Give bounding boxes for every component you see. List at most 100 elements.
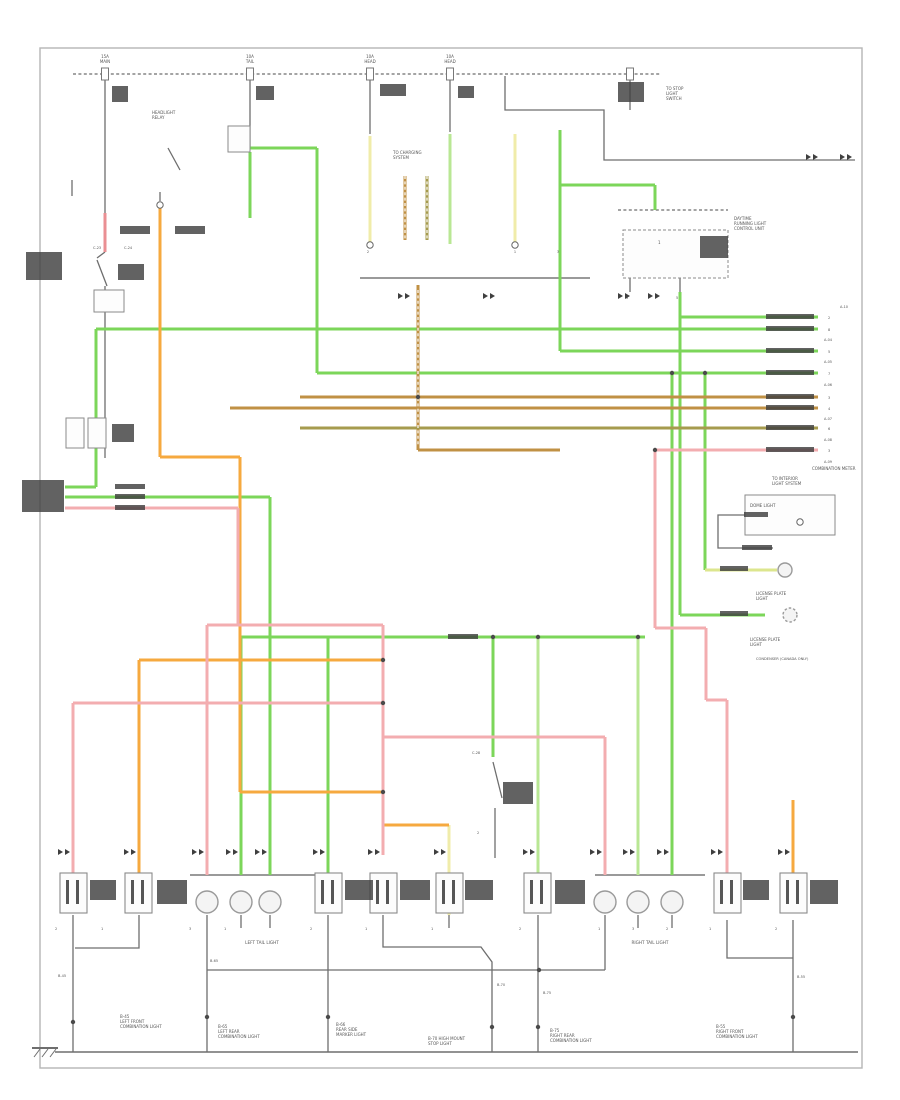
diagram-label: 2 (828, 316, 830, 320)
connector-icon (840, 154, 845, 160)
label-block (26, 252, 62, 280)
wire-k (504, 76, 855, 161)
bulb-icon (195, 890, 219, 914)
fuse-icon (366, 67, 374, 81)
diagram-label: 3 (626, 296, 628, 300)
fuse-icon (626, 67, 634, 81)
connector-icon (65, 849, 70, 855)
connector-icon (124, 849, 129, 855)
diagram-label: 5 (676, 296, 678, 300)
lamp-unit-box (779, 872, 808, 914)
label-block (766, 348, 814, 353)
diagram-label: 3 (632, 927, 634, 931)
filament-icon (76, 880, 79, 904)
connector-icon (192, 849, 197, 855)
label-block (744, 512, 768, 517)
junction-dot (535, 1024, 541, 1030)
label-block (448, 634, 478, 639)
label-block (720, 566, 748, 571)
connector-icon (523, 849, 528, 855)
connector-icon (630, 849, 635, 855)
connector-icon (623, 849, 628, 855)
label-block (175, 226, 205, 234)
wire-k (75, 915, 140, 949)
diagram-label: B-65 (210, 959, 218, 963)
connector-icon (648, 293, 653, 299)
label-block (115, 484, 145, 489)
connector-icon (618, 293, 623, 299)
label-block (742, 545, 772, 550)
label-block (700, 236, 728, 258)
label-block (766, 425, 814, 430)
connector-icon (434, 849, 439, 855)
diagram-label: 3 (189, 927, 191, 931)
label-block (766, 394, 814, 399)
diagram-label: A-05 (824, 360, 832, 364)
diagram-label: A-04 (824, 338, 833, 342)
diagram-label: 8 (828, 328, 830, 332)
junction-dot (702, 370, 708, 376)
lamp-unit-box (59, 872, 88, 914)
junction-dot (325, 1014, 331, 1020)
label-block (465, 880, 493, 900)
connector-icon (131, 849, 136, 855)
connector-icon (530, 849, 535, 855)
label-block (618, 82, 644, 102)
connector-icon (847, 154, 852, 160)
component-box (93, 289, 125, 313)
diagram-label: 1 (658, 240, 661, 245)
label-block (766, 326, 814, 331)
filament-icon (796, 880, 799, 904)
component-box (227, 125, 251, 153)
filament-icon (540, 880, 543, 904)
label-block (112, 424, 134, 442)
diagram-label: 2 (55, 927, 57, 931)
diagram-label: 6 (828, 427, 830, 431)
diagram-label: 3 (557, 250, 559, 254)
label-block (157, 880, 187, 904)
connector-icon (718, 849, 723, 855)
fuse-icon (101, 67, 109, 81)
bulb-icon (626, 890, 650, 914)
wire-k (167, 147, 181, 171)
connector-icon (320, 849, 325, 855)
diagram-label: B-70 (497, 983, 505, 987)
wire-k (41, 1048, 49, 1058)
wire-k (726, 920, 793, 959)
diagram-label: 3 (828, 396, 830, 400)
diagram-label: 1 (514, 250, 516, 254)
connector-icon (368, 849, 373, 855)
connector-icon (405, 293, 410, 299)
junction-dot (535, 634, 541, 640)
lamp-unit-box (314, 872, 343, 914)
filament-icon (442, 880, 445, 904)
filament-icon (331, 880, 334, 904)
filament-icon (66, 880, 69, 904)
filament-icon (131, 880, 134, 904)
junction-dot (669, 370, 675, 376)
connector-icon (199, 849, 204, 855)
diagram-label: DOME LIGHT (750, 503, 776, 508)
junction-dot (415, 394, 421, 400)
junction-dot (380, 657, 386, 663)
diagram-label: 1 (365, 927, 367, 931)
junction-dot (490, 634, 496, 640)
bulb-icon (660, 890, 684, 914)
connector-icon (597, 849, 602, 855)
lamp-unit-box (369, 872, 398, 914)
label-block (766, 447, 814, 452)
wire-k (96, 259, 108, 287)
connector-icon (313, 849, 318, 855)
connector-icon (778, 849, 783, 855)
diagram-label: 2 (310, 927, 312, 931)
component-box (87, 417, 107, 449)
junction-dot (380, 789, 386, 795)
